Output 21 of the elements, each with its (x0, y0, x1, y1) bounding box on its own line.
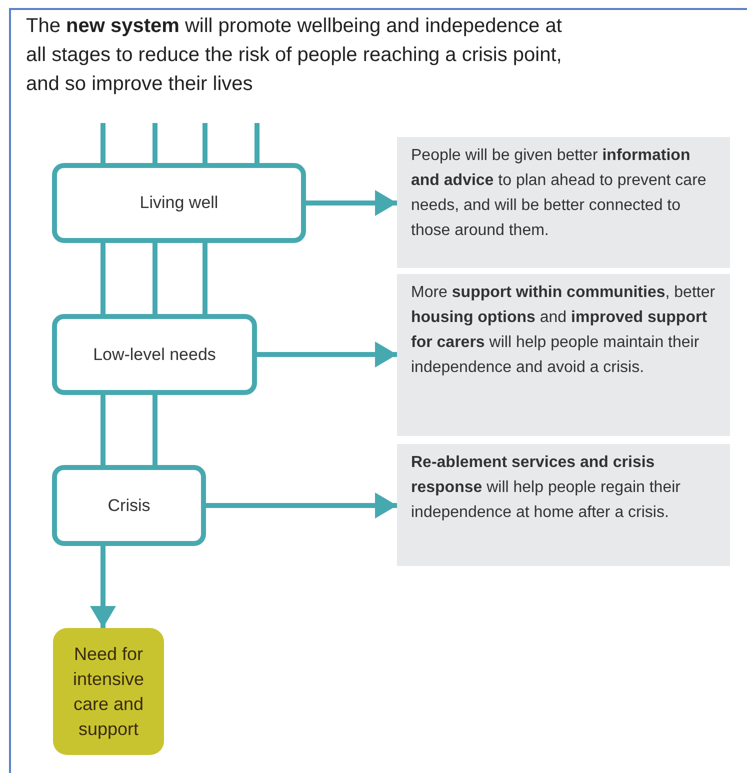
arrow (306, 190, 397, 216)
connector-line (100, 243, 106, 314)
arrow (206, 492, 397, 518)
info-box: Re-ablement services and crisis response will help people regain their independence at home after a crisis. (397, 444, 730, 566)
connector-line (100, 123, 106, 163)
connector-line (100, 395, 106, 465)
connector-line (152, 123, 158, 163)
title: The new system will promote wellbeing and indepedence at all stages to reduce the risk of people reaching a crisis point, and so improve their lives (26, 14, 563, 97)
connector-line (254, 123, 260, 163)
connector-line (202, 243, 208, 314)
stage-box: Living well (52, 163, 306, 243)
stage-box: Low-level needs (52, 314, 257, 395)
connector-line (152, 395, 158, 465)
info-box: More support within communities, better housing options and improved support for carers will help people maintain their independence and avoid a crisis. (397, 274, 730, 436)
connector-line (202, 123, 208, 163)
stage-box: Crisis (52, 465, 206, 546)
info-box: People will be given better information and advice to plan ahead to prevent care needs, and will be better connected to those around them. (397, 137, 730, 268)
connector-line (152, 243, 158, 314)
arrow (257, 342, 397, 368)
arrow (90, 546, 116, 628)
outcome-box: Need for intensive care and support (53, 628, 164, 755)
